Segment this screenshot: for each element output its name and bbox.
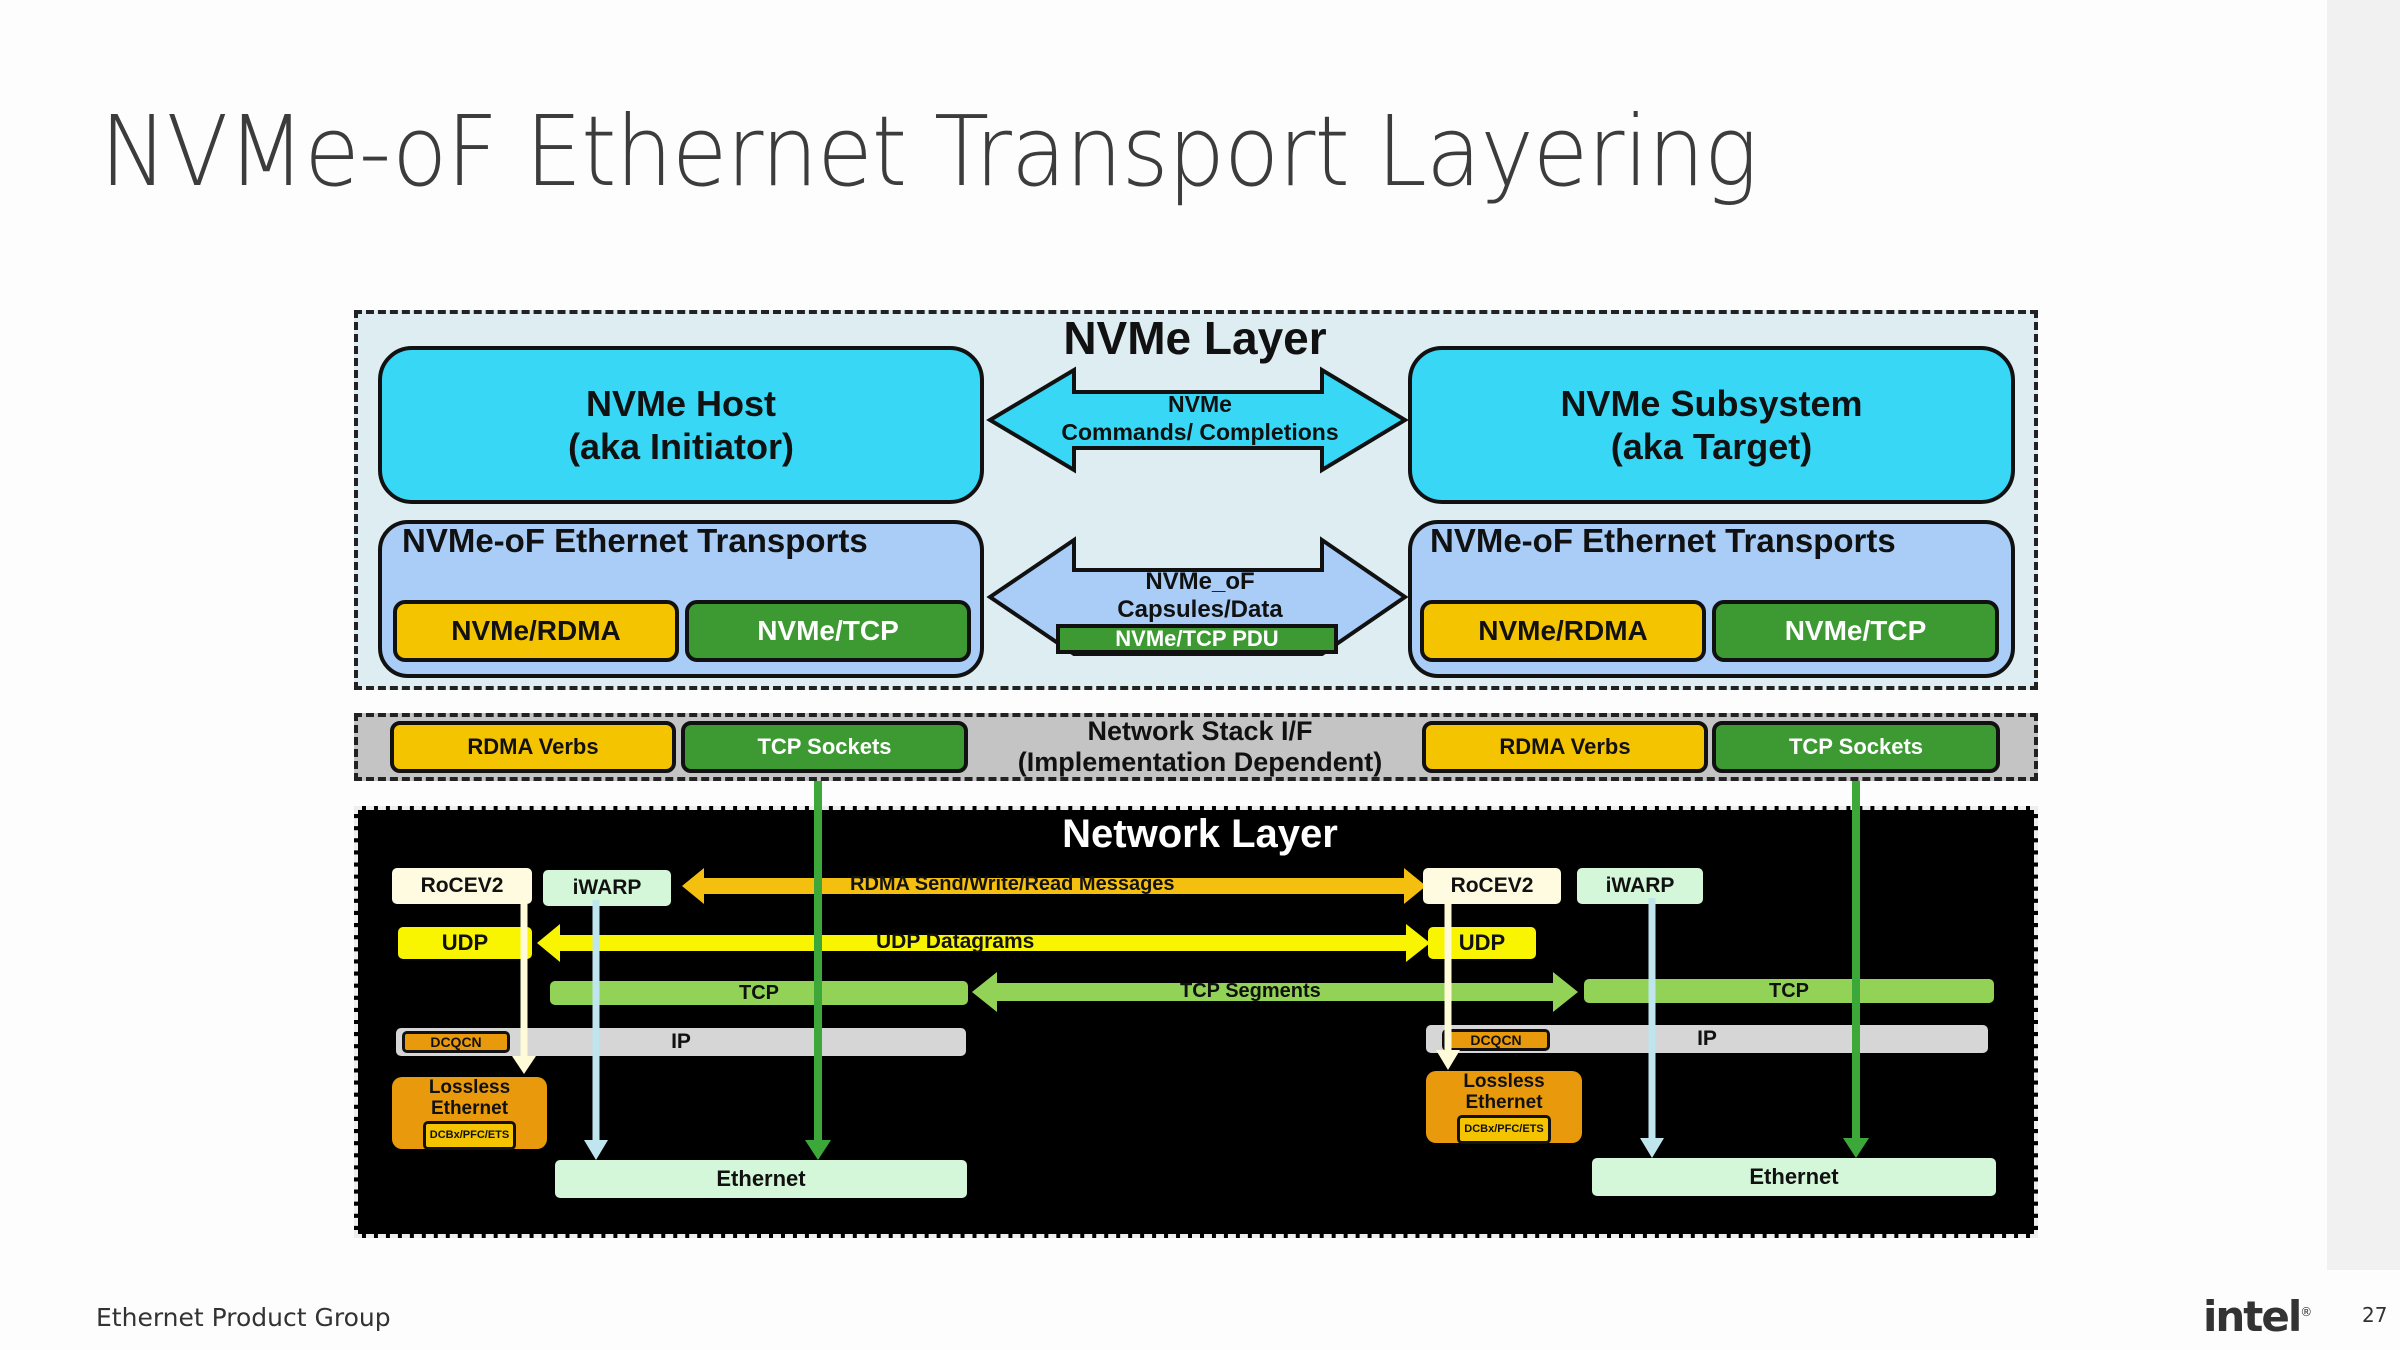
network-layer-title: Network Layer: [1062, 812, 1338, 856]
rdma-messages-label: RDMA Send/Write/Read Messages: [850, 873, 1175, 895]
left-lossless-line2: Ethernet: [430, 1097, 509, 1119]
commands-line1: NVMe: [1168, 391, 1232, 417]
side-strip: [2327, 0, 2400, 1270]
nvme-host-box: NVMe Host (aka Initiator): [378, 346, 984, 504]
left-dcqcn: DCQCN: [402, 1031, 510, 1053]
nvme-host-line2: (aka Initiator): [567, 426, 795, 467]
network-stack-label: Network Stack I/F (Implementation Depend…: [980, 713, 1420, 781]
left-ethernet: Ethernet: [555, 1160, 967, 1198]
network-stack-line1: Network Stack I/F: [1087, 716, 1313, 746]
right-dcbx: DCBx/PFC/ETS: [1457, 1114, 1551, 1144]
udp-datagrams-label: UDP Datagrams: [876, 930, 1035, 953]
right-nvme-tcp: NVMe/TCP: [1712, 600, 1999, 662]
registered-mark: ®: [2300, 1305, 2312, 1319]
left-rdma-verbs: RDMA Verbs: [390, 721, 676, 773]
right-iwarp: iWARP: [1577, 868, 1703, 904]
capsules-arrow-label: NVMe_oF Capsules/Data: [1010, 568, 1390, 624]
right-rocev2: RoCEV2: [1423, 868, 1561, 904]
nvme-layer-title: NVMe Layer: [1063, 312, 1327, 364]
left-tcp: TCP: [550, 981, 968, 1005]
commands-arrow-label: NVMe Commands/ Completions: [1010, 390, 1390, 446]
right-tcp-sockets: TCP Sockets: [1712, 721, 2000, 773]
tcp-segments-label: TCP Segments: [1180, 980, 1321, 1002]
left-rocev2: RoCEV2: [392, 868, 532, 904]
nvme-subsystem-line2: (aka Target): [1610, 426, 1813, 467]
capsules-line1: NVMe_oF: [1145, 568, 1255, 595]
nvme-host-line1: NVMe Host: [585, 383, 777, 424]
right-tcp: TCP: [1584, 979, 1994, 1003]
right-lossless-line2: Ethernet: [1465, 1091, 1543, 1113]
left-lossless-ethernet: Lossless Ethernet DCBx/PFC/ETS: [392, 1076, 547, 1150]
right-dcqcn: DCQCN: [1442, 1029, 1550, 1051]
capsules-line2: Capsules/Data: [1117, 596, 1283, 623]
right-nvme-rdma: NVMe/RDMA: [1420, 600, 1706, 662]
left-nvme-tcp: NVMe/TCP: [685, 600, 971, 662]
network-stack-line2: (Implementation Dependent): [1017, 747, 1383, 777]
left-transports-title: NVMe-oF Ethernet Transports: [402, 522, 868, 559]
page-number: 27: [2362, 1303, 2388, 1327]
left-dcbx: DCBx/PFC/ETS: [422, 1120, 517, 1150]
right-ethernet: Ethernet: [1592, 1158, 1996, 1196]
left-lossless-line1: Lossless: [428, 1076, 511, 1098]
footer-group-label: Ethernet Product Group: [96, 1303, 391, 1332]
right-lossless-line1: Lossless: [1463, 1070, 1545, 1092]
nvme-subsystem-line1: NVMe Subsystem: [1560, 383, 1863, 424]
right-lossless-ethernet: Lossless Ethernet DCBx/PFC/ETS: [1426, 1070, 1582, 1144]
right-transports-title: NVMe-oF Ethernet Transports: [1430, 522, 1896, 559]
left-iwarp: iWARP: [543, 870, 671, 906]
right-udp: UDP: [1428, 927, 1536, 959]
intel-logo: intel®: [2203, 1292, 2312, 1341]
left-tcp-sockets: TCP Sockets: [681, 721, 968, 773]
left-nvme-rdma: NVMe/RDMA: [393, 600, 679, 662]
right-rdma-verbs: RDMA Verbs: [1422, 721, 1708, 773]
slide-title: NVMe-oF Ethernet Transport Layering: [100, 95, 1758, 208]
commands-line2: Commands/ Completions: [1061, 419, 1339, 445]
nvme-tcp-pdu: NVMe/TCP PDU: [1056, 624, 1338, 654]
nvme-subsystem-box: NVMe Subsystem (aka Target): [1408, 346, 2015, 504]
left-udp: UDP: [398, 927, 532, 959]
intel-logo-text: intel: [2203, 1292, 2302, 1341]
